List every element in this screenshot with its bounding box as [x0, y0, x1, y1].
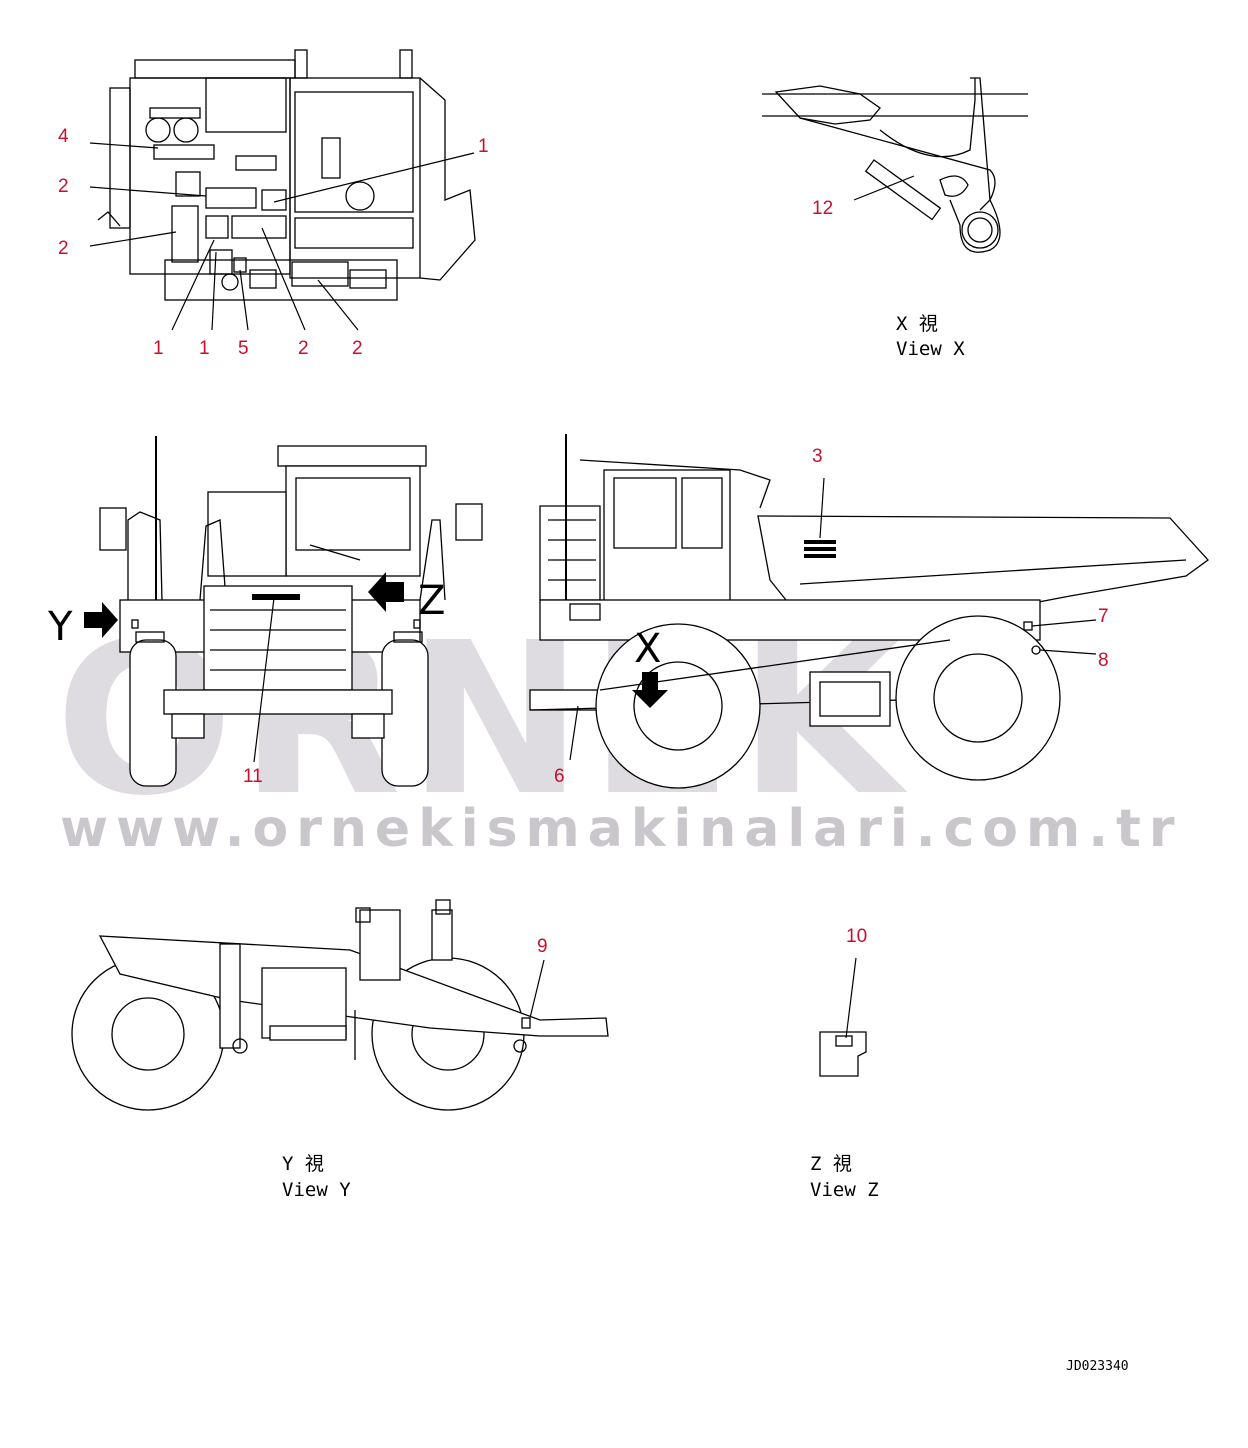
cab-top-view [89, 49, 476, 331]
callout-11: 11 [243, 766, 263, 787]
drawing-code: JD023340 [1066, 1359, 1129, 1374]
view-y-en-label: View Y [282, 1179, 351, 1201]
view-x-drawing [762, 77, 1028, 253]
callout-5: 5 [238, 338, 249, 359]
arrow-label-y: Y [47, 604, 73, 650]
callout-9: 9 [537, 936, 548, 957]
callout-1: 1 [199, 338, 210, 359]
watermark-url: www.ornekismakinalari.com.tr [60, 799, 1182, 859]
view-y-drawing [71, 899, 609, 1111]
view-z-drawing [819, 957, 867, 1077]
view-z-en-label: View Z [810, 1179, 879, 1201]
callout-2: 2 [298, 338, 309, 359]
arrow-label-x: X [634, 626, 661, 672]
callout-2: 2 [58, 176, 69, 197]
callout-1: 1 [478, 136, 489, 157]
truck-side-view [529, 434, 1209, 789]
view-x-en-label: View X [896, 338, 965, 360]
arrow-label-z: Z [418, 578, 445, 624]
callout-1: 1 [153, 338, 164, 359]
view-y-jp-label: Y 視 [282, 1153, 324, 1175]
cab-top-callouts: 4 2 2 1 1 1 5 2 2 [58, 126, 489, 359]
callout-12: 12 [812, 198, 833, 219]
callout-2: 2 [352, 338, 363, 359]
callout-4: 4 [58, 126, 69, 147]
view-z-jp-label: Z 視 [810, 1153, 852, 1175]
callout-2: 2 [58, 238, 69, 259]
view-x-jp-label: X 視 [896, 313, 938, 335]
callout-6: 6 [554, 766, 565, 787]
callout-8: 8 [1098, 650, 1109, 671]
truck-front-view [84, 436, 483, 787]
callout-3: 3 [812, 446, 823, 467]
callout-10: 10 [846, 926, 867, 947]
callout-7: 7 [1098, 606, 1109, 627]
